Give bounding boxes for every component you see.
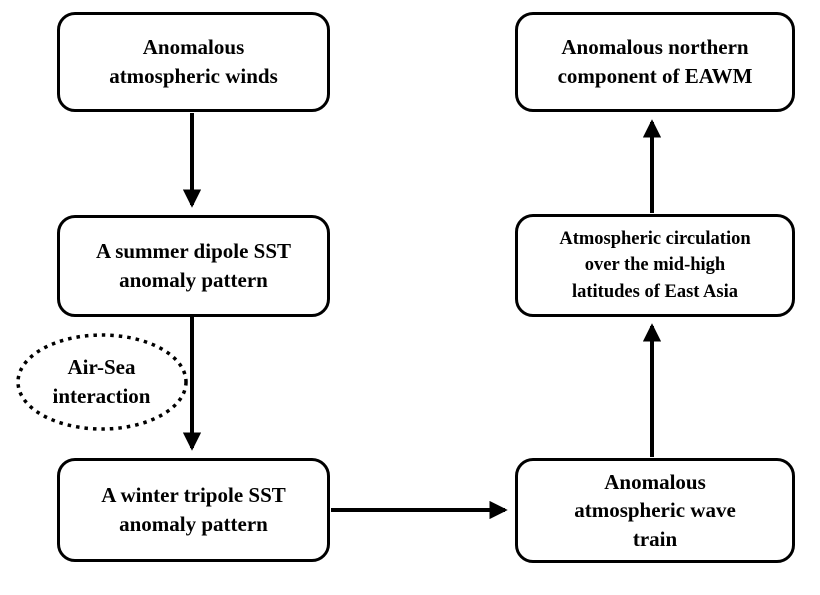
node-anomalous-wave-train: Anomalous atmospheric wave train — [515, 458, 795, 563]
node-winter-tripole-sst-pattern: A winter tripole SST anomaly pattern — [57, 458, 330, 562]
node-atmospheric-circulation: Atmospheric circulation over the mid-hig… — [515, 214, 795, 317]
node-summer-dipole-sst-pattern: A summer dipole SST anomaly pattern — [57, 215, 330, 317]
node-anomalous-atmospheric-winds: Anomalous atmospheric winds — [57, 12, 330, 112]
node-anomalous-northern-eawm: Anomalous northern component of EAWM — [515, 12, 795, 112]
air-sea-interaction-label: Air-Sea interaction — [52, 355, 151, 408]
